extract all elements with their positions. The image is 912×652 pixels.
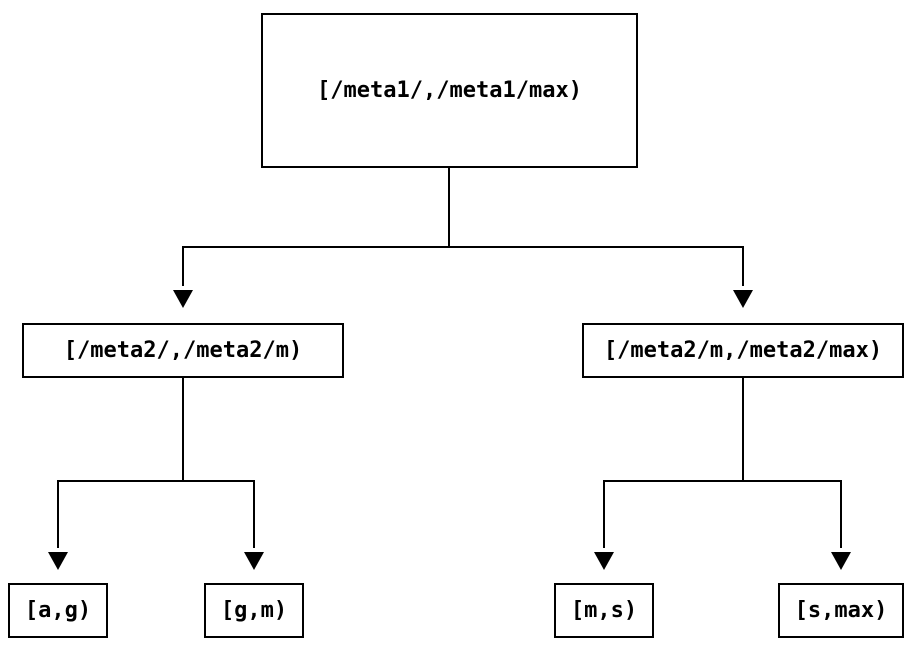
node-root-meta1-range: [/meta1/,/meta1/max) — [261, 13, 638, 168]
node-leaf-s-max: [s,max) — [778, 583, 904, 638]
edge-drop-leaf-m-s — [603, 480, 605, 548]
edge-drop-meta2-high — [742, 246, 744, 286]
edge-high-bar — [603, 480, 842, 482]
edge-level1-bar — [182, 246, 744, 248]
edge-meta2-low-stem — [182, 378, 184, 482]
node-leaf-m-s: [m,s) — [554, 583, 654, 638]
node-meta2-high-range: [/meta2/m,/meta2/max) — [582, 323, 904, 378]
edge-drop-leaf-g-m — [253, 480, 255, 548]
edge-drop-meta2-low — [182, 246, 184, 286]
arrowhead-to-meta2-low — [173, 290, 193, 308]
edge-low-bar — [57, 480, 255, 482]
arrowhead-to-leaf-a-g — [48, 552, 68, 570]
node-leaf-a-g: [a,g) — [8, 583, 108, 638]
node-leaf-g-m: [g,m) — [204, 583, 304, 638]
arrowhead-to-leaf-s-max — [831, 552, 851, 570]
arrowhead-to-leaf-m-s — [594, 552, 614, 570]
arrowhead-to-meta2-high — [733, 290, 753, 308]
arrowhead-to-leaf-g-m — [244, 552, 264, 570]
edge-drop-leaf-a-g — [57, 480, 59, 548]
node-meta2-low-range: [/meta2/,/meta2/m) — [22, 323, 344, 378]
edge-root-stem — [448, 168, 450, 248]
edge-drop-leaf-s-max — [840, 480, 842, 548]
edge-meta2-high-stem — [742, 378, 744, 482]
